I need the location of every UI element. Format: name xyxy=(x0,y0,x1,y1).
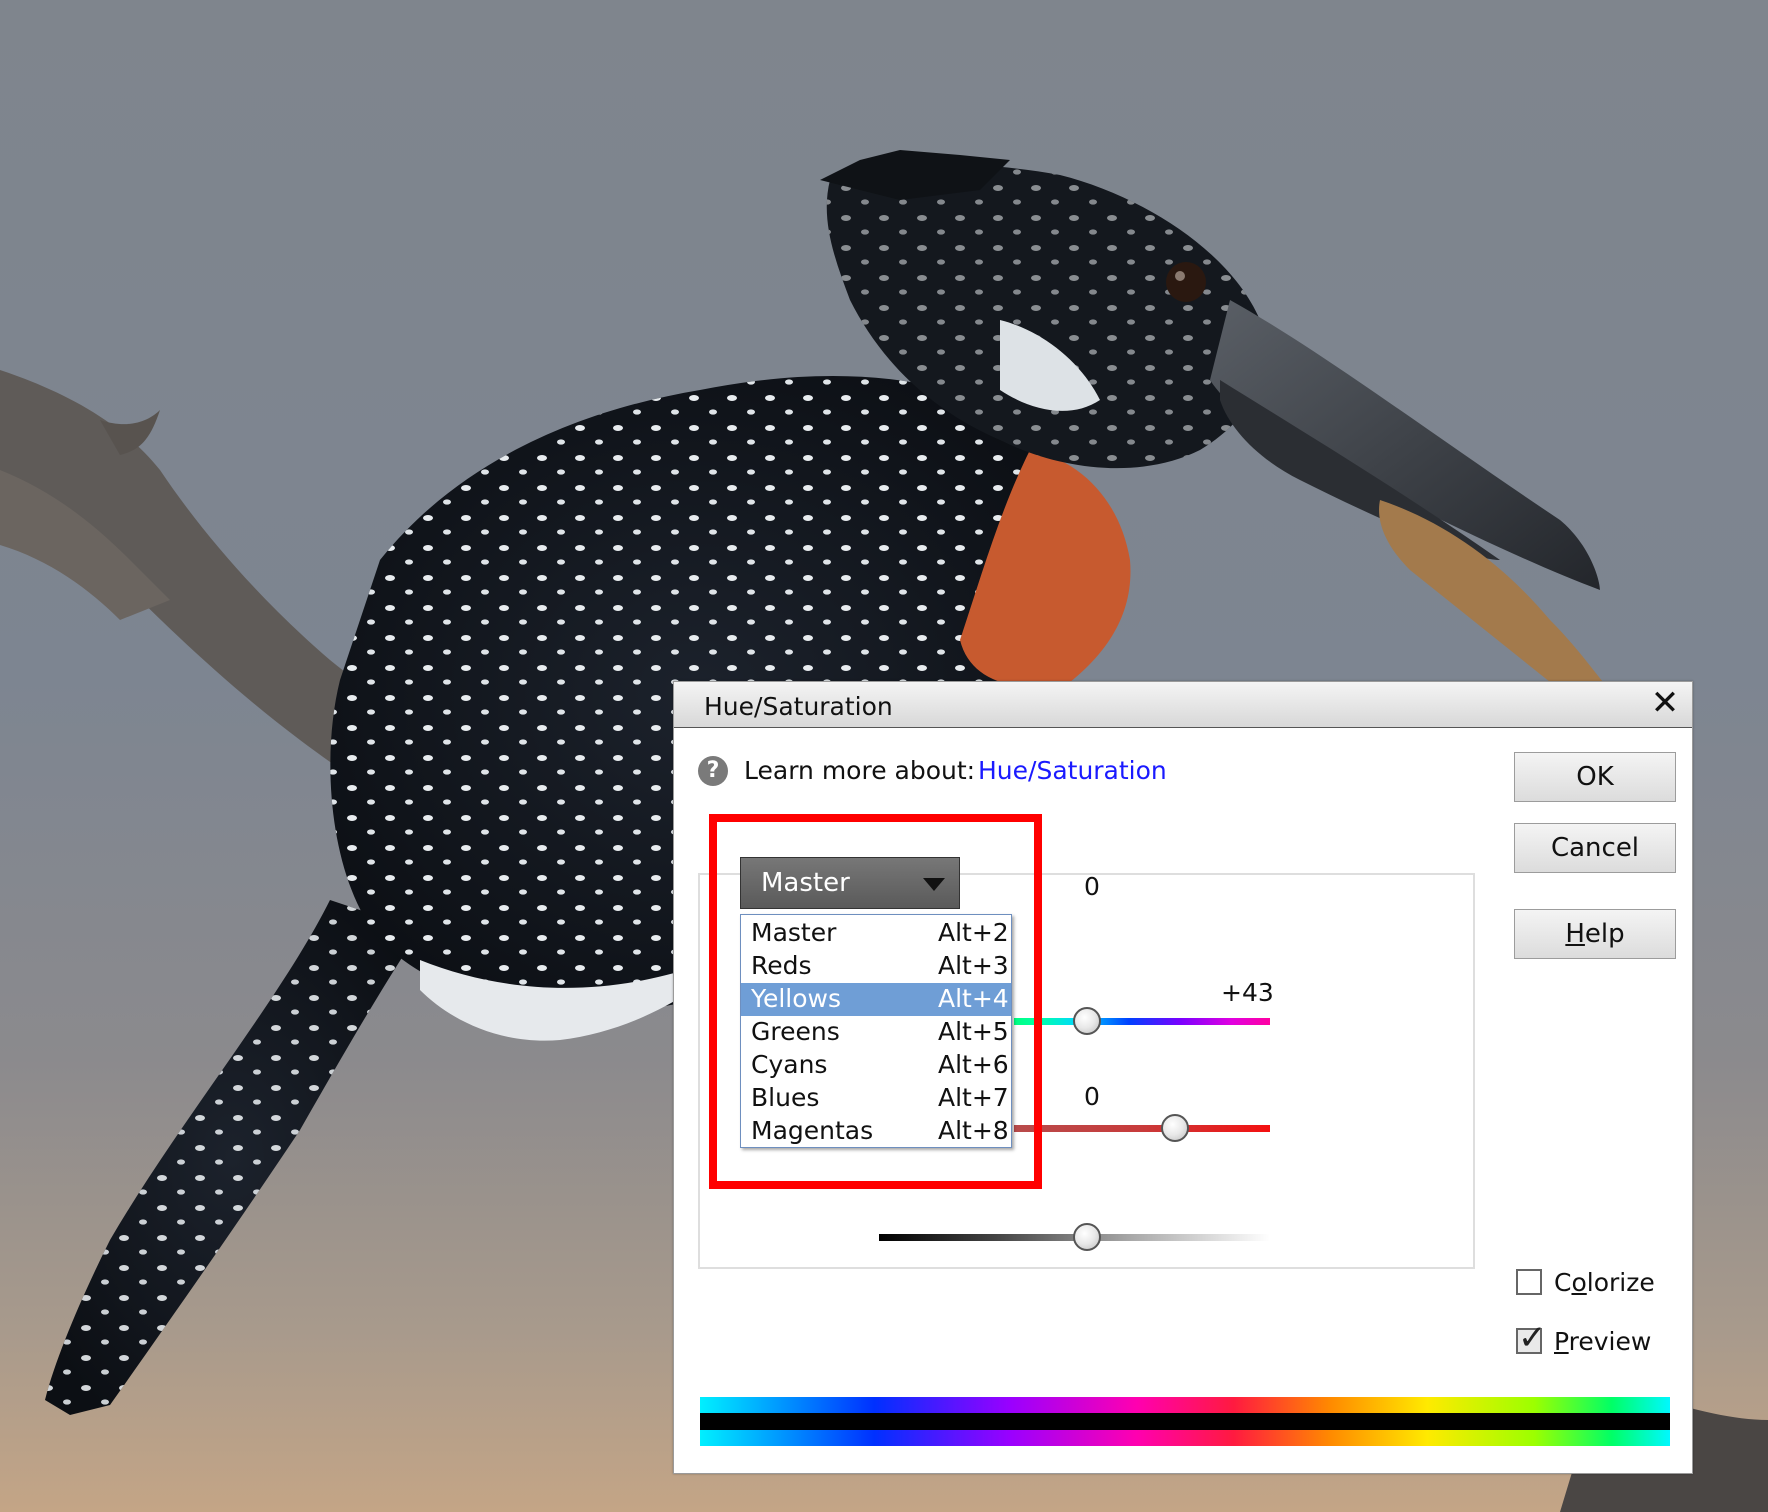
hue-value[interactable]: 0 xyxy=(1084,872,1100,901)
input-color-spectrum xyxy=(700,1397,1670,1413)
menu-item-reds[interactable]: Reds Alt+3 xyxy=(741,950,1011,983)
colorize-label[interactable]: Colorize xyxy=(1554,1268,1655,1297)
menu-item-shortcut: Alt+4 xyxy=(938,984,1009,1013)
menu-item-greens[interactable]: Greens Alt+5 xyxy=(741,1016,1011,1049)
menu-item-label: Blues xyxy=(751,1083,820,1112)
menu-item-master[interactable]: Master Alt+2 xyxy=(741,917,1011,950)
menu-item-blues[interactable]: Blues Alt+7 xyxy=(741,1082,1011,1115)
hue-slider-thumb[interactable] xyxy=(1073,1007,1101,1035)
menu-item-yellows[interactable]: Yellows Alt+4 xyxy=(741,983,1011,1016)
menu-item-shortcut: Alt+6 xyxy=(938,1050,1009,1079)
question-circle-icon: ? xyxy=(698,756,728,786)
cancel-button[interactable]: Cancel xyxy=(1514,823,1676,873)
menu-item-label: Cyans xyxy=(751,1050,828,1079)
menu-item-shortcut: Alt+8 xyxy=(938,1116,1009,1145)
colorize-label-rest: lorize xyxy=(1586,1268,1655,1297)
chevron-down-icon xyxy=(923,878,945,891)
menu-item-magentas[interactable]: Magentas Alt+8 xyxy=(741,1115,1011,1148)
colorize-checkbox[interactable] xyxy=(1516,1269,1542,1295)
menu-item-label: Yellows xyxy=(751,984,841,1013)
menu-item-shortcut: Alt+5 xyxy=(938,1017,1009,1046)
ok-button[interactable]: OK xyxy=(1514,752,1676,802)
preview-label-rest: review xyxy=(1568,1327,1652,1356)
colorize-label-mnemonic: o xyxy=(1571,1268,1587,1297)
learn-more-label: Learn more about: xyxy=(744,756,976,785)
check-icon: ✓ xyxy=(1518,1318,1547,1358)
saturation-slider-track[interactable] xyxy=(1014,1125,1270,1132)
help-button-mnemonic: H xyxy=(1565,919,1585,949)
hue-saturation-dialog: Hue/Saturation ✕ ? Learn more about: Hue… xyxy=(673,681,1693,1474)
channel-dropdown[interactable]: Master xyxy=(740,857,960,909)
preview-label[interactable]: Preview xyxy=(1554,1327,1651,1356)
help-button[interactable]: Help xyxy=(1514,909,1676,959)
menu-item-cyans[interactable]: Cyans Alt+6 xyxy=(741,1049,1011,1082)
adjustment-group xyxy=(698,873,1475,1269)
menu-item-label: Magentas xyxy=(751,1116,874,1145)
colorize-label-start: C xyxy=(1554,1268,1572,1297)
help-button-label: elp xyxy=(1584,919,1625,949)
hue-saturation-help-link[interactable]: Hue/Saturation xyxy=(978,756,1167,785)
saturation-value[interactable]: +43 xyxy=(1221,978,1274,1007)
channel-selected-label: Master xyxy=(761,868,850,898)
saturation-slider-thumb[interactable] xyxy=(1161,1114,1189,1142)
output-color-spectrum xyxy=(700,1430,1670,1446)
annotation-highlight-box xyxy=(709,814,1042,1189)
menu-item-shortcut: Alt+3 xyxy=(938,951,1009,980)
menu-item-shortcut: Alt+2 xyxy=(938,918,1009,947)
lightness-slider-thumb[interactable] xyxy=(1073,1223,1101,1251)
dialog-title: Hue/Saturation xyxy=(704,692,893,721)
spectrum-divider xyxy=(700,1413,1670,1430)
menu-item-label: Greens xyxy=(751,1017,840,1046)
hue-slider-track[interactable] xyxy=(1014,1018,1270,1025)
preview-checkbox[interactable]: ✓ xyxy=(1516,1321,1547,1355)
lightness-value[interactable]: 0 xyxy=(1084,1082,1100,1111)
menu-item-label: Reds xyxy=(751,951,812,980)
channel-menu: Master Alt+2 Reds Alt+3 Yellows Alt+4 Gr… xyxy=(740,914,1012,1148)
title-bar[interactable]: Hue/Saturation ✕ xyxy=(674,682,1692,728)
close-icon[interactable]: ✕ xyxy=(1650,683,1680,723)
menu-item-label: Master xyxy=(751,918,837,947)
preview-label-mnemonic: P xyxy=(1554,1327,1569,1356)
menu-item-shortcut: Alt+7 xyxy=(938,1083,1009,1112)
